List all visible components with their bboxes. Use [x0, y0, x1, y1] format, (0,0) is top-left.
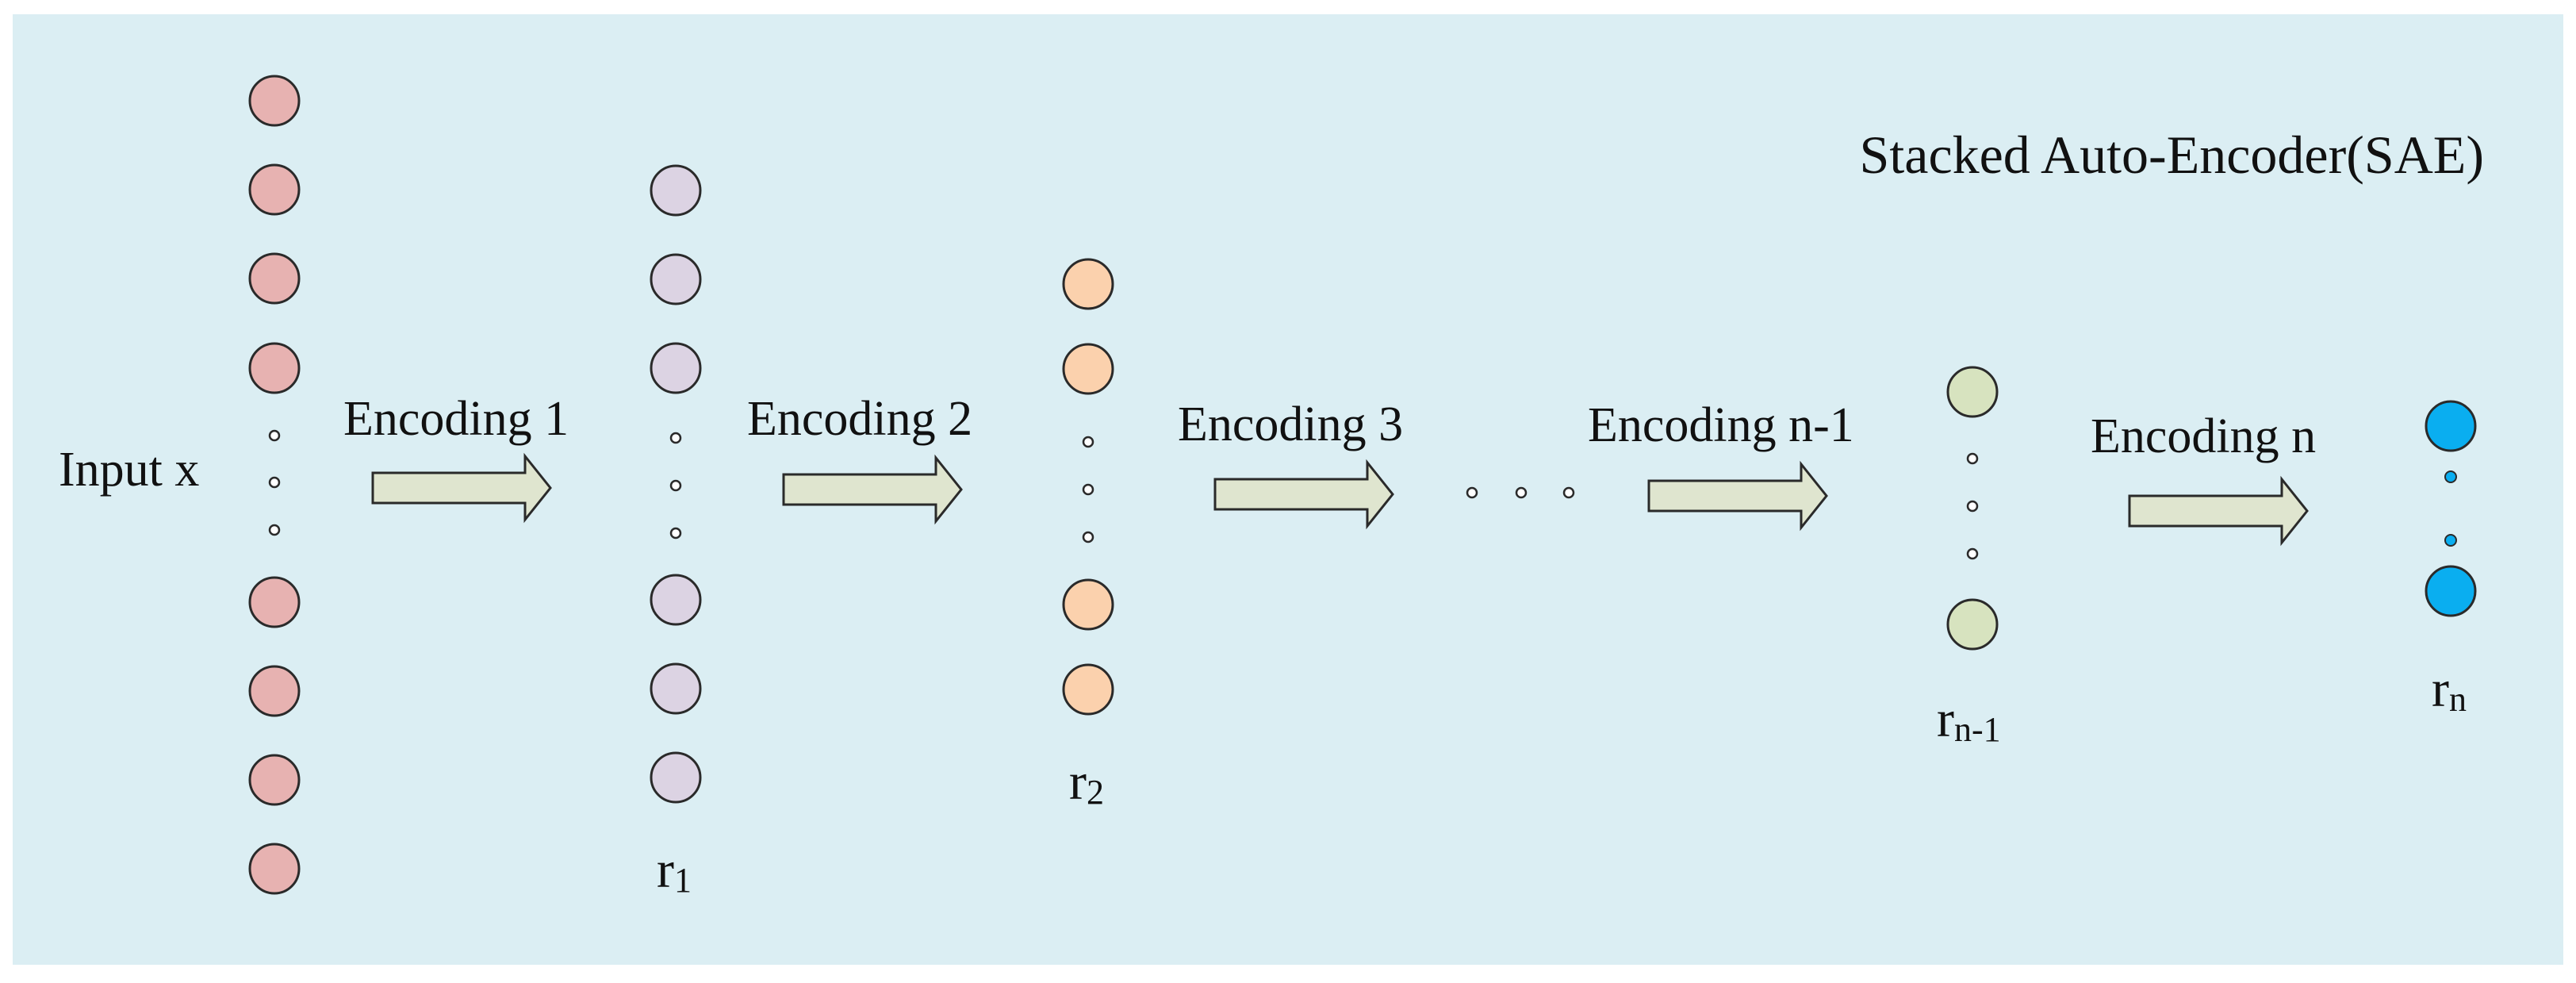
layer-input-node-top-1 — [248, 75, 301, 127]
layer-label-r2: r2 — [1069, 753, 1104, 812]
layer-label-r1: r1 — [657, 841, 692, 900]
layer-r1-node-bottom-2 — [650, 662, 702, 715]
layer-label-rn-1: rn-1 — [1937, 690, 2001, 749]
layer-r1 — [650, 164, 702, 804]
layer-rn-1-node-bottom-1 — [1946, 598, 1999, 651]
layer-input-node-bottom-2 — [248, 665, 301, 717]
layer-r2 — [1062, 258, 1114, 716]
encoding-label-2: Encoding 2 — [747, 392, 972, 446]
mid-ellipsis-dot-1 — [1466, 486, 1478, 499]
layer-input-node-bottom-1 — [248, 576, 301, 628]
encoding-arrow-1 — [371, 452, 552, 524]
node-layers — [248, 75, 2477, 895]
layer-input-node-bottom-3 — [248, 754, 301, 806]
encoding-label-1: Encoding 1 — [343, 392, 569, 446]
layer-rn-1-ellipsis-dot-1 — [1966, 452, 1979, 465]
encoding-arrow-2 — [782, 454, 963, 525]
mid-ellipsis-dot-3 — [1562, 486, 1575, 499]
encoding-arrows — [371, 452, 2309, 547]
layer-r2-node-bottom-1 — [1062, 578, 1114, 631]
layer-r1-ellipsis-dot-1 — [669, 432, 682, 444]
layer-r1-node-top-3 — [650, 342, 702, 394]
layer-rn — [2425, 400, 2477, 617]
input-label: Input x — [59, 443, 199, 497]
diagram-title: Stacked Auto-Encoder(SAE) — [1860, 125, 2484, 185]
mid-ellipsis-dot-2 — [1515, 486, 1528, 499]
layer-input-ellipsis-dot-1 — [268, 429, 281, 442]
layer-r2-node-top-2 — [1062, 343, 1114, 395]
encoding-label-3: Encoding 3 — [1178, 397, 1403, 451]
layer-r1-node-bottom-1 — [650, 574, 702, 626]
layer-r1-node-top-2 — [650, 253, 702, 305]
layer-rn-node-bottom-1 — [2425, 565, 2477, 617]
layer-input — [248, 75, 301, 895]
encoding-label-n-1: Encoding n-1 — [1588, 398, 1854, 452]
layer-input-node-top-4 — [248, 342, 301, 394]
layer-r2-ellipsis-dot-1 — [1082, 436, 1094, 448]
layer-rn-1 — [1946, 366, 1999, 651]
layer-r2-ellipsis-dot-3 — [1082, 531, 1094, 543]
layer-rn-1-ellipsis-dot-3 — [1966, 547, 1979, 560]
layer-input-ellipsis-dot-2 — [268, 476, 281, 489]
encoding-arrow-4 — [1647, 460, 1828, 532]
layer-r2-ellipsis-dot-2 — [1082, 483, 1094, 496]
layer-input-node-top-2 — [248, 163, 301, 216]
layer-input-ellipsis-dot-3 — [268, 524, 281, 536]
ellipsis-between-encodings: · · · — [1466, 486, 1575, 499]
layer-input-node-bottom-4 — [248, 843, 301, 895]
layer-rn-node-top-1 — [2425, 400, 2477, 452]
encoding-arrow-3 — [1213, 459, 1394, 530]
layer-r1-node-top-1 — [650, 164, 702, 217]
layer-label-rn: rn — [2432, 660, 2467, 719]
layer-r1-ellipsis-dot-3 — [669, 527, 682, 539]
layer-r2-node-top-1 — [1062, 258, 1114, 310]
layer-r1-ellipsis-dot-2 — [669, 479, 682, 492]
layer-r2-node-bottom-2 — [1062, 663, 1114, 716]
layer-r1-node-bottom-3 — [650, 751, 702, 804]
layer-rn-1-node-top-1 — [1946, 366, 1999, 418]
layer-rn-ellipsis-dot-1 — [2444, 470, 2457, 483]
layer-rn-1-ellipsis-dot-2 — [1966, 500, 1979, 513]
layer-rn-ellipsis-dot-2 — [2444, 534, 2457, 547]
encoding-arrow-5 — [2128, 475, 2309, 547]
encoding-label-n: Encoding n — [2091, 409, 2316, 463]
layer-input-node-top-3 — [248, 252, 301, 305]
